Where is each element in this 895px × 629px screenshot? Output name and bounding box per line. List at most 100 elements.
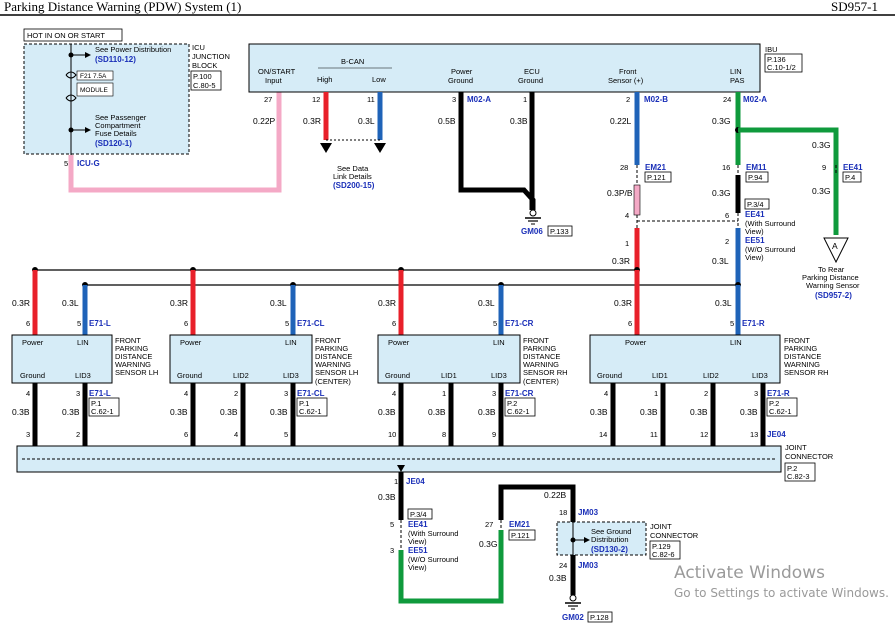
wire-on-start: [68, 92, 282, 193]
ground-node: [529, 209, 537, 217]
arrow-down-icon-2: [374, 143, 386, 153]
icu-box: [23, 43, 190, 155]
svg-text:WARNING: WARNING: [115, 360, 151, 369]
ibu-pin-12: 12: [312, 95, 320, 104]
svg-text:LIN: LIN: [285, 338, 297, 347]
svg-text:2: 2: [76, 430, 80, 439]
svg-text:E71-CR: E71-CR: [505, 319, 534, 328]
svg-text:0.3L: 0.3L: [62, 298, 79, 308]
jm03-label-top: JM03: [578, 508, 599, 517]
svg-text:WARNING: WARNING: [315, 360, 351, 369]
jm03-pin-24: 24: [559, 561, 567, 570]
svg-text:C.62-1: C.62-1: [91, 407, 114, 416]
svg-text:Power: Power: [625, 338, 647, 347]
svg-text:0.3B: 0.3B: [478, 407, 496, 417]
em11-pin-bot: 6: [725, 211, 729, 220]
svg-text:0.3L: 0.3L: [715, 298, 732, 308]
bottom-em21-ref: P.121: [511, 531, 530, 540]
svg-text:0.3B: 0.3B: [640, 407, 658, 417]
ibu-pin-27: 27: [264, 95, 272, 104]
svg-text:WARNING: WARNING: [784, 360, 820, 369]
svg-text:PARKING: PARKING: [115, 344, 148, 353]
svg-text:5: 5: [493, 319, 497, 328]
gm02-ref-box: [587, 611, 613, 623]
svg-text:0.3B: 0.3B: [62, 407, 80, 417]
bottom-ee41-pin: 5: [390, 520, 394, 529]
wire-front-sensor-pink: [633, 184, 641, 216]
wire-label-03g-rear2: 0.3G: [812, 186, 830, 196]
sensor-lh-center: 6 5 E71-CL Power LIN Ground LID2 LID3 FR…: [169, 319, 358, 386]
svg-text:(CENTER): (CENTER): [315, 377, 351, 386]
svg-text:3: 3: [754, 389, 758, 398]
ibu-pin-1: 1: [523, 95, 527, 104]
svg-text:0.3R: 0.3R: [614, 298, 632, 308]
ibu-name: IBU: [765, 45, 778, 54]
ground-node-2: [569, 594, 577, 602]
wire-label-03b-ecu: 0.3B: [510, 116, 528, 126]
svg-text:LID2: LID2: [703, 371, 719, 380]
svg-text:FRONT: FRONT: [115, 336, 141, 345]
bottom-p34: P.3/4: [410, 510, 427, 519]
svg-text:E71-R: E71-R: [742, 319, 765, 328]
em11-ref: P.94: [748, 173, 762, 182]
ee41-p34: P.3/4: [747, 200, 764, 209]
svg-text:13: 13: [750, 430, 758, 439]
ibu-pin-2: 2: [626, 95, 630, 104]
see-fuse-code: (SD120-1): [95, 139, 132, 148]
ibu-pin-24: 24: [723, 95, 731, 104]
svg-text:0.3R: 0.3R: [378, 298, 396, 308]
bottom-ee51-pin: 3: [390, 546, 394, 555]
gm02-label: GM02: [562, 613, 584, 622]
svg-text:6: 6: [392, 319, 396, 328]
ibu-fs-1: Front: [619, 67, 637, 76]
sensor-rh-center: 6 5 E71-CR Power LIN Ground LID1 LID3 FR…: [377, 319, 568, 386]
svg-text:5: 5: [77, 319, 81, 328]
joint-ref2: C.82-3: [787, 472, 810, 481]
svg-text:6: 6: [26, 319, 30, 328]
jm03-pin-18: 18: [559, 508, 567, 517]
svg-text:DISTANCE: DISTANCE: [315, 352, 352, 361]
svg-text:0.3B: 0.3B: [590, 407, 608, 417]
svg-text:4: 4: [234, 430, 238, 439]
svg-text:5: 5: [284, 430, 288, 439]
svg-text:0.3B: 0.3B: [378, 407, 396, 417]
see-power: See Power Distribution: [95, 45, 171, 54]
ee51-wo-1: (W/O Surround: [745, 245, 795, 254]
jm-ref-box: [649, 540, 681, 560]
ee51-wo-2: View): [745, 253, 764, 262]
svg-text:6: 6: [628, 319, 632, 328]
wire-label-03l-main: 0.3L: [712, 256, 729, 266]
svg-text:LID3: LID3: [75, 371, 91, 380]
ee51-label: EE51: [745, 236, 765, 245]
icu-ref2: C.80-5: [193, 81, 216, 90]
svg-text:E71-CL: E71-CL: [297, 389, 325, 398]
svg-text:Ground: Ground: [597, 371, 622, 380]
je04-out-label: JE04: [406, 477, 425, 486]
icu-pin: 5: [64, 159, 68, 168]
datalink-1: See Data: [337, 164, 369, 173]
svg-text:9: 9: [492, 430, 496, 439]
arrow-down-icon-3: [397, 465, 405, 472]
diagram-title: Parking Distance Warning (PDW) System (1…: [4, 0, 241, 14]
svg-text:2: 2: [704, 389, 708, 398]
ee41-rear-label: EE41: [843, 163, 863, 172]
bottom-em21-ref-box: [508, 529, 536, 541]
svg-text:PARKING: PARKING: [523, 344, 556, 353]
svg-text:0.3B: 0.3B: [740, 407, 758, 417]
svg-text:4: 4: [604, 389, 608, 398]
arrow-icon: [85, 52, 91, 58]
svg-text:C.62-1: C.62-1: [299, 407, 322, 416]
wire-label-03l-bcan: 0.3L: [358, 116, 375, 126]
svg-text:FRONT: FRONT: [784, 336, 810, 345]
svg-text:SENSOR RH: SENSOR RH: [523, 368, 568, 377]
svg-text:14: 14: [599, 430, 607, 439]
gm06-ref: P.133: [550, 227, 569, 236]
off-page-connector-icon: [823, 237, 849, 264]
ibu-bcan: B-CAN: [341, 57, 364, 66]
ee41-rear-pin: 9: [822, 163, 826, 172]
ee41-with-2: View): [745, 227, 764, 236]
svg-text:11: 11: [650, 430, 658, 439]
ibu-high: High: [317, 75, 332, 84]
